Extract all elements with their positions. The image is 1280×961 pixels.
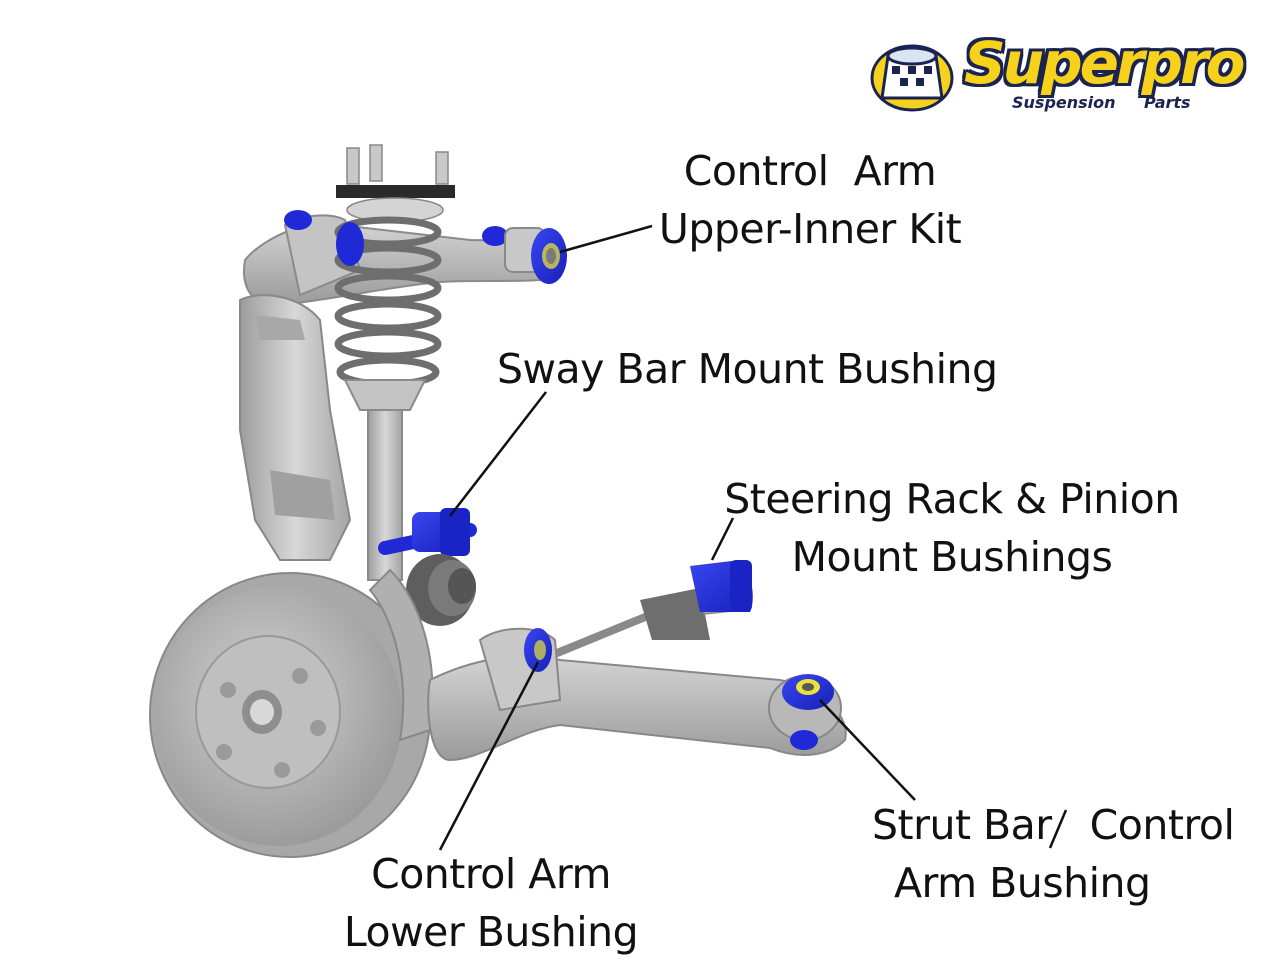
strut-bar-slash bbox=[1048, 809, 1068, 849]
logo-emblem-icon bbox=[870, 44, 954, 112]
strut-body bbox=[343, 379, 427, 581]
label-sway-bar-bushing: Sway Bar Mount Bushing bbox=[497, 340, 998, 398]
spring-seat-bushing bbox=[336, 222, 364, 266]
leader-steering-rack bbox=[710, 517, 735, 561]
label-strut-bar-line2: Arm Bushing bbox=[894, 859, 1151, 907]
label-lower-bushing-line1: Control Arm bbox=[371, 850, 611, 898]
upper-control-arm bbox=[243, 210, 547, 307]
label-strut-bar-line1b: Control bbox=[1089, 801, 1235, 849]
lower-inner-bushing bbox=[524, 628, 552, 672]
label-strut-bar-line1-wrap: Strut Bar Control bbox=[872, 796, 1235, 854]
sway-bar bbox=[378, 508, 477, 556]
steering-knuckle bbox=[239, 294, 352, 561]
label-upper-inner-line1: Control Arm bbox=[683, 147, 937, 195]
logo-wordmark: Superpro bbox=[964, 29, 1245, 97]
strut-bar-bushing bbox=[768, 674, 842, 750]
brake-rotor bbox=[149, 572, 431, 858]
label-steering-rack-line1: Steering Rack & Pinion bbox=[724, 475, 1180, 523]
steering-rack-bushing bbox=[690, 560, 753, 612]
label-upper-inner-line2: Upper-Inner Kit bbox=[658, 205, 962, 253]
label-lower-bushing-line2: Lower Bushing bbox=[343, 908, 639, 956]
label-steering-rack-bushings: Steering Rack & Pinion Mount Bushings bbox=[722, 470, 1182, 586]
label-lower-bushing: Control Arm Lower Bushing bbox=[336, 845, 646, 961]
upper-inner-bushing bbox=[531, 228, 567, 284]
leader-sway-bar bbox=[449, 391, 547, 517]
label-upper-inner-kit: Control Arm Upper-Inner Kit bbox=[650, 142, 970, 258]
logo-tagline-left: Suspension bbox=[1012, 93, 1116, 112]
cv-boot bbox=[406, 554, 476, 626]
brake-caliper bbox=[368, 568, 434, 742]
logo-tagline-right: Parts bbox=[1144, 93, 1191, 112]
superpro-logo: Superpro Suspension Parts bbox=[868, 26, 1245, 118]
label-sway-bar-line1: Sway Bar Mount Bushing bbox=[497, 345, 998, 393]
leader-upper-inner bbox=[559, 224, 653, 254]
leader-strut-bar bbox=[819, 699, 916, 801]
label-strut-bar-line1: Strut Bar bbox=[872, 801, 1052, 849]
label-steering-rack-line2: Mount Bushings bbox=[791, 533, 1113, 581]
label-strut-bar-bushing: Strut Bar Control Arm Bushing bbox=[872, 796, 1235, 912]
leader-lower-bushing bbox=[438, 661, 540, 851]
leader-lines bbox=[438, 224, 1068, 851]
strut-top-mount bbox=[336, 144, 455, 223]
